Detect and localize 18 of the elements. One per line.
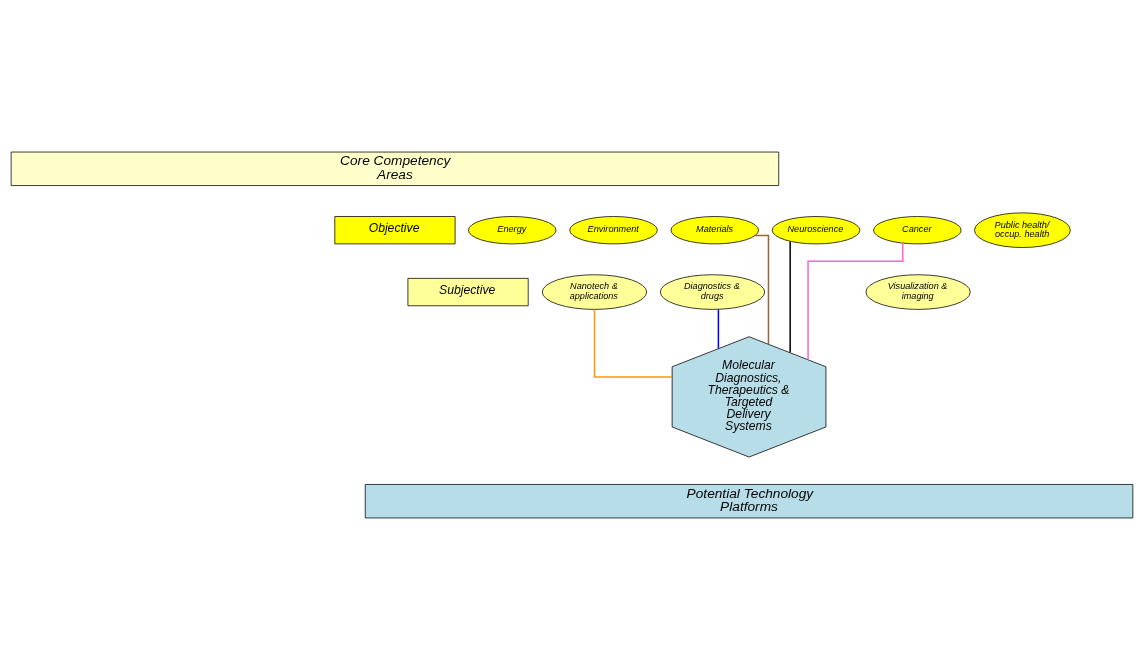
connector <box>789 240 791 353</box>
connector <box>807 241 904 360</box>
node-ellipse: Diagnostics & drugs <box>659 273 766 310</box>
node-box: Subjective <box>407 277 529 306</box>
connector <box>593 308 673 378</box>
node-box: Potential Technology Platforms <box>364 483 1134 518</box>
connector <box>754 234 770 345</box>
node-box: Objective <box>334 215 456 244</box>
node-ellipse: Neuroscience <box>771 215 861 244</box>
connector <box>717 308 720 349</box>
node-box: Core Competency Areas <box>10 151 780 186</box>
node-ellipse: Materials <box>670 215 759 244</box>
node-ellipse: Visualization & imaging <box>865 273 971 310</box>
node-ellipse: Nanotech & applications <box>541 273 647 310</box>
node-ellipse: Environment <box>569 215 658 244</box>
node-ellipse: Energy <box>468 215 557 244</box>
node-ellipse: Public health/ occup. health <box>974 212 1071 248</box>
node-ellipse: Cancer <box>873 215 962 244</box>
